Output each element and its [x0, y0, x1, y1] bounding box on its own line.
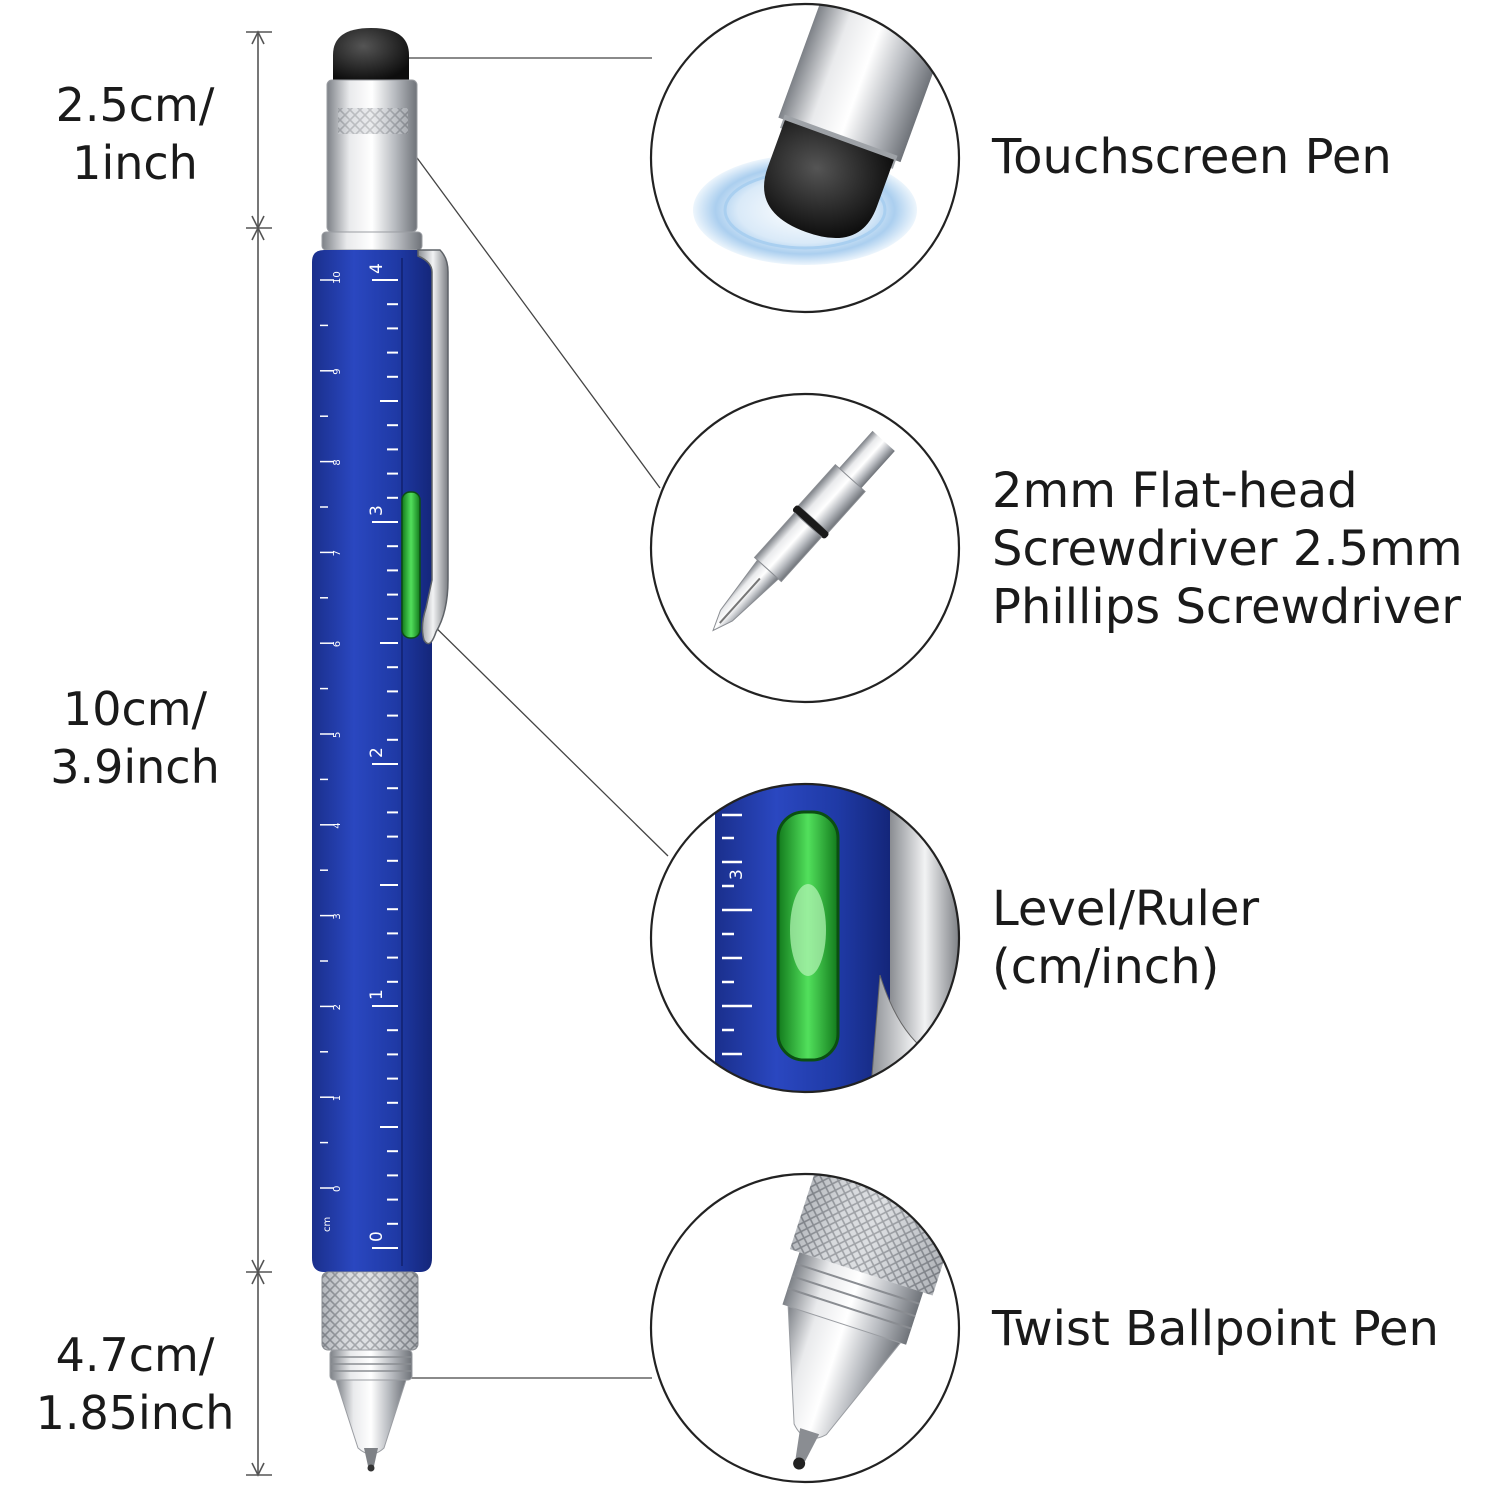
dimension-value: 4.7cm/	[55, 1328, 215, 1382]
dimension-label-body: 10cm/ 3.9inch	[0, 680, 270, 796]
dimension-label-stylus: 2.5cm/ 1inch	[0, 76, 270, 192]
ruler-cm-label: 5	[332, 732, 343, 738]
ruler-inch-label: 1	[367, 989, 387, 1000]
stylus-tip-icon	[649, 2, 961, 314]
ruler-labels: 0 1 2 3 4 0 1 2 3 4 5 6 7 8 9 10 cm	[322, 263, 387, 1242]
feature-label-level: Level/Ruler (cm/inch)	[992, 880, 1259, 996]
level-vial	[401, 491, 421, 639]
ruler-inch-label: 3	[367, 505, 387, 516]
leader-lines	[397, 57, 669, 1379]
stylus-tip	[333, 28, 409, 80]
feature-text: Phillips Screwdriver	[992, 579, 1461, 635]
twist-collar	[329, 1349, 413, 1381]
pen-body	[312, 250, 432, 1272]
ruler	[320, 279, 398, 1249]
zoom-ruler-number: 3	[727, 869, 747, 880]
ruler-inch-label: 2	[367, 747, 387, 758]
feature-text: Level/Ruler	[992, 881, 1260, 937]
feature-text: Touchscreen Pen	[992, 129, 1392, 185]
dimension-value: 1inch	[72, 136, 198, 190]
ruler-cm-label: 3	[332, 913, 343, 919]
dimension-value: 1.85inch	[35, 1386, 235, 1440]
ruler-cm-label: 10	[332, 271, 343, 284]
stylus-ring	[321, 231, 423, 251]
feature-label-ballpoint: Twist Ballpoint Pen	[992, 1300, 1439, 1358]
ruler-cm-label: 9	[332, 368, 343, 374]
ruler-inch-label: 4	[367, 263, 387, 274]
stylus-grip-dots	[338, 108, 408, 134]
screwdriver-bit-icon	[649, 392, 961, 704]
ruler-cm-label: 8	[332, 459, 343, 465]
ruler-cm-label: 6	[332, 641, 343, 647]
feature-label-touchscreen: Touchscreen Pen	[992, 128, 1392, 186]
dimension-value: 3.9inch	[50, 740, 220, 794]
feature-text: Screwdriver 2.5mm	[992, 521, 1463, 577]
spirit-level-icon: 3	[649, 782, 961, 1094]
ruler-cm-label: 0	[332, 1186, 343, 1192]
ruler-cm-label: 4	[332, 822, 343, 828]
dimension-value: 10cm/	[62, 682, 208, 736]
dimension-line	[246, 30, 272, 1477]
dimension-value: 2.5cm/	[55, 78, 215, 132]
stylus-barrel	[326, 79, 418, 233]
pen-clip	[417, 249, 449, 645]
ruler-inch-label: 0	[367, 1231, 387, 1242]
ballpoint-tip-icon	[649, 1172, 961, 1484]
ruler-cm-label: 2	[332, 1004, 343, 1010]
ruler-cm-label: 1	[332, 1095, 343, 1101]
feature-label-screwdriver: 2mm Flat-head Screwdriver 2.5mm Phillips…	[992, 462, 1463, 636]
ruler-unit-label: cm	[322, 1217, 333, 1232]
ruler-cm-label: 7	[332, 550, 343, 556]
feature-text: Twist Ballpoint Pen	[992, 1301, 1439, 1357]
feature-text: 2mm Flat-head	[992, 463, 1358, 519]
ballpoint-cone	[335, 1379, 407, 1455]
feature-text: (cm/inch)	[992, 939, 1220, 995]
dimension-label-tip: 4.7cm/ 1.85inch	[0, 1326, 270, 1442]
